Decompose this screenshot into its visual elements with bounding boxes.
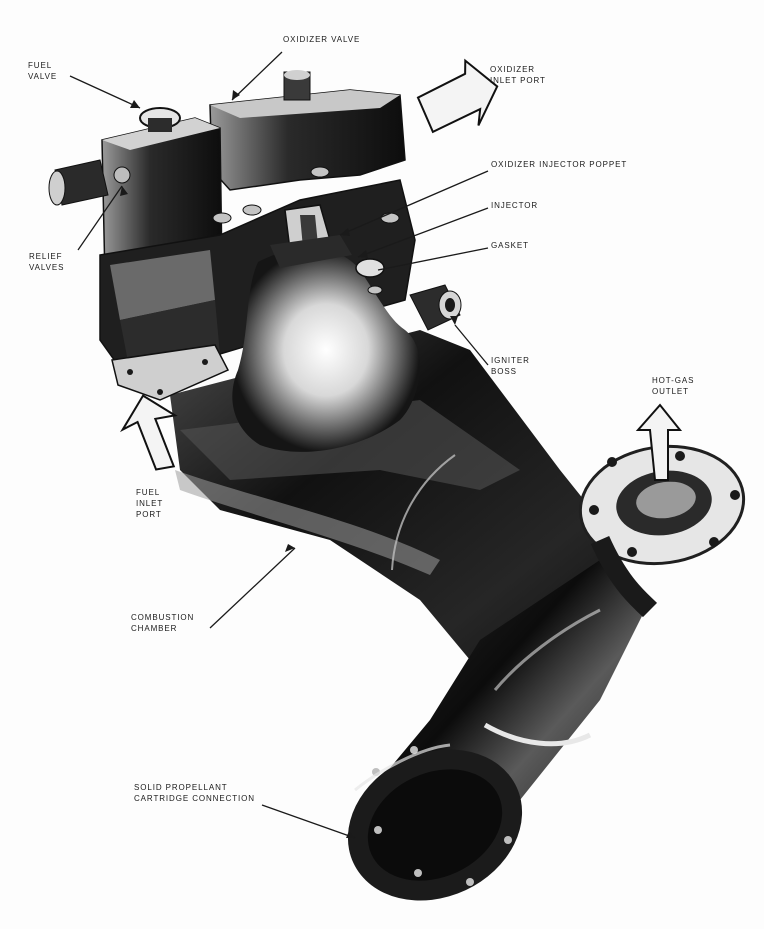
gasket [355,258,385,278]
injector-cutaway [232,248,420,452]
label-relief-valves: RELIEF VALVES [29,252,65,272]
cartridge-flange-bolts [372,746,512,886]
fuel-inlet-base-plate [111,344,230,401]
label-igniter-boss: IGNITER BOSS [491,356,530,376]
label-injector: INJECTOR [491,201,539,210]
label-combustion-chamber: COMBUSTION CHAMBER [131,613,195,633]
label-gasket: GASKET [491,241,529,250]
oxidizer-inlet-arrow [416,58,499,134]
outlet-flange-bolts [589,451,740,557]
fuel-inlet-arrow [119,394,178,471]
label-fuel-valve: FUEL VALVE [28,61,58,81]
label-solid-propellant-cartridge-connection: SOLID PROPELLANT CARTRIDGE CONNECTION [134,783,255,803]
chamber-weld-seam [391,454,456,571]
label-oxidizer-inlet-port: OXIDIZER INLET PORT [490,65,546,85]
injector-face [270,235,352,268]
manifold-bolts [212,166,400,295]
label-oxidizer-injector-poppet: OXIDIZER INJECTOR POPPET [491,160,628,169]
leader-arrowheads [120,90,458,838]
leader-lines [69,51,489,839]
hot-gas-outlet-arrow [635,403,683,481]
label-fuel-inlet-port: FUEL INLET PORT [136,488,164,519]
label-hot-gas-outlet: HOT-GAS OUTLET [652,376,695,396]
tube-weld-band [483,722,592,747]
label-oxidizer-valve: OXIDIZER VALVE [283,35,361,44]
